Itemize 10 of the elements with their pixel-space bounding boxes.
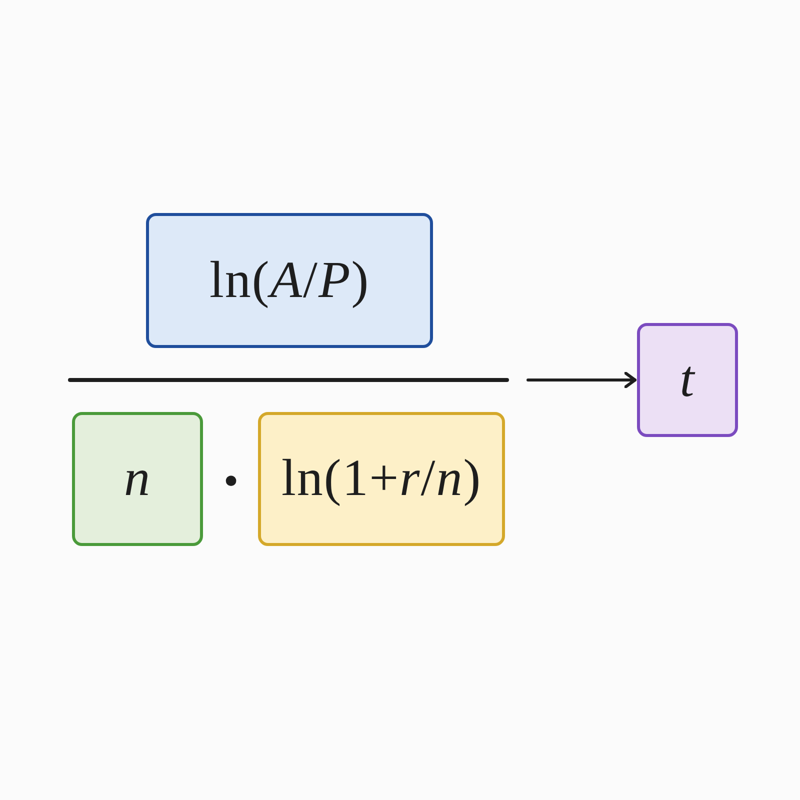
variable-text: t <box>680 351 696 409</box>
numerator-box <box>146 213 433 348</box>
formula-text: ln(A/P) <box>209 252 370 310</box>
result-box <box>637 323 738 437</box>
denominator-box <box>258 412 505 546</box>
variable-box <box>72 412 203 546</box>
variable-text: n <box>124 450 151 508</box>
formula-text: ln(1+r/n) <box>281 450 482 508</box>
multiplication-sign: · <box>220 449 242 513</box>
arrow <box>526 372 636 388</box>
